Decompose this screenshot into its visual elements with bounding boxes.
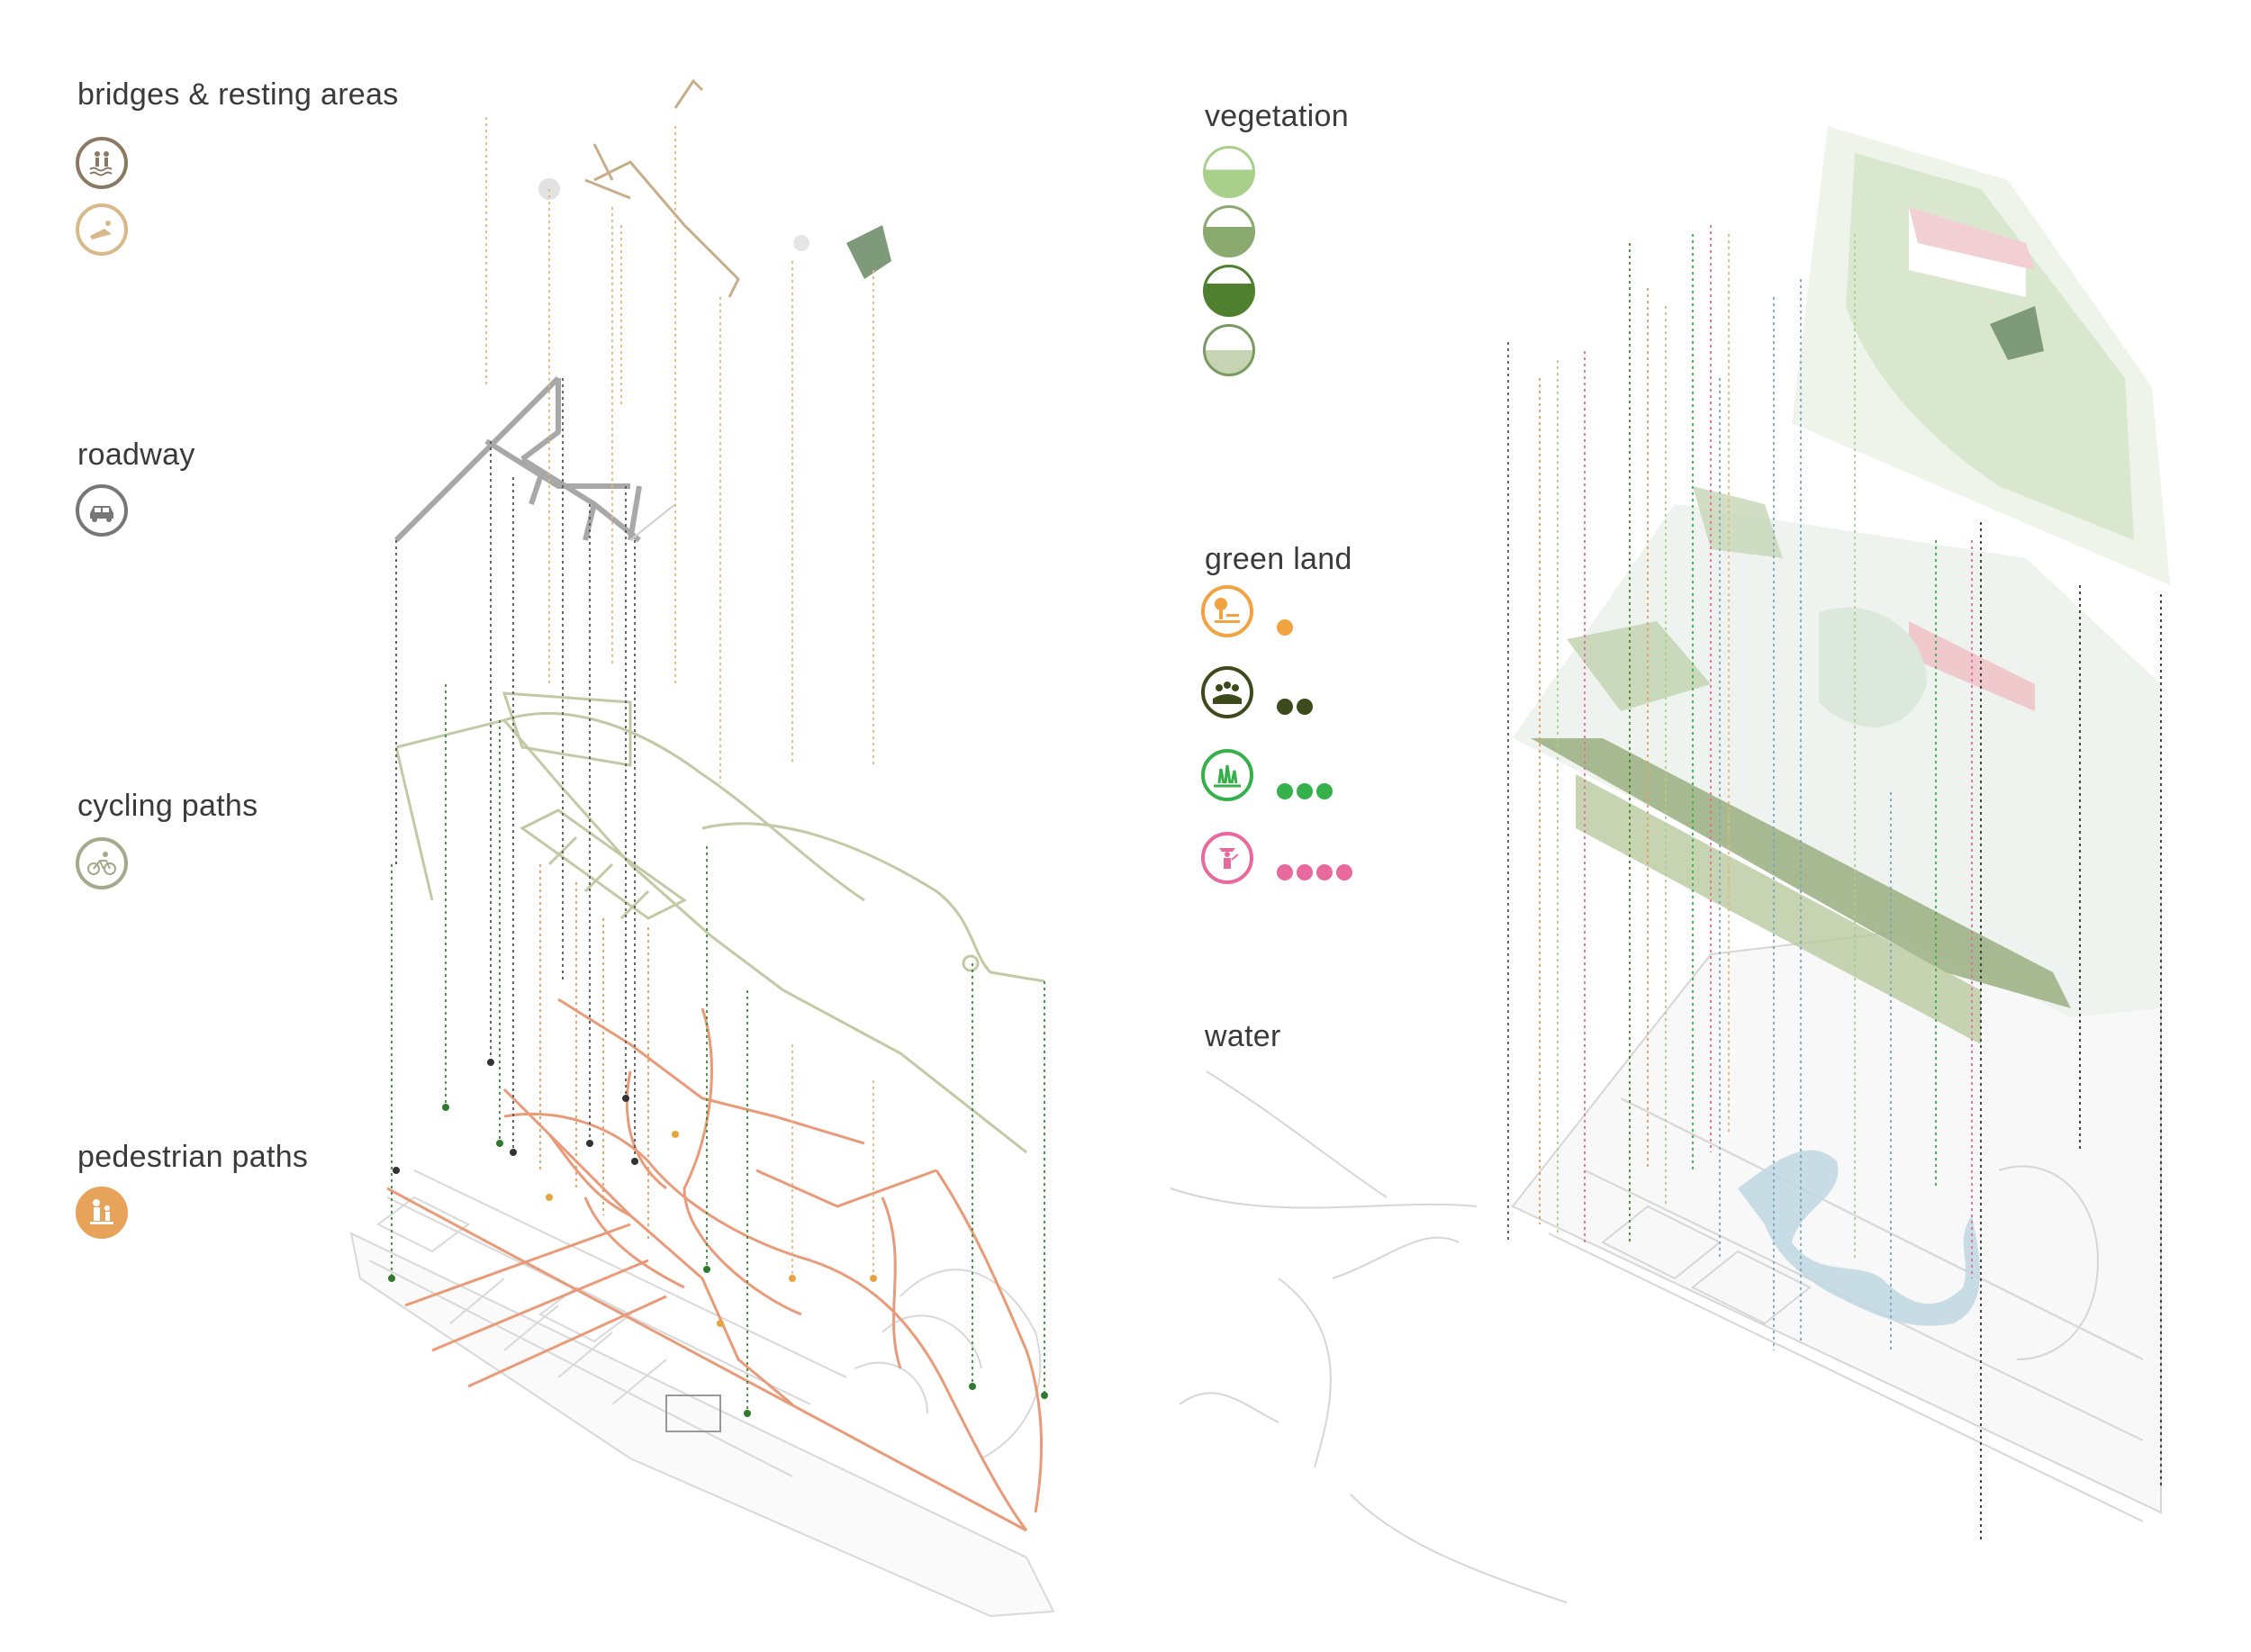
gardener-icon [1201, 832, 1253, 884]
dense-tree-icon [1203, 265, 1255, 317]
water-layer-label: water [1205, 1019, 1281, 1053]
resting-lounger-icon [76, 203, 128, 256]
light-shrub-icon [1203, 146, 1255, 198]
right-base-site-plan [1170, 898, 2162, 1603]
wetland-grass-icon [1201, 749, 1253, 801]
cycling-path-network [394, 691, 1045, 1154]
meadow-grass-icon [1203, 324, 1255, 376]
car-icon [76, 484, 128, 537]
bridges-layer [584, 78, 740, 298]
roadway-network [393, 375, 642, 543]
pedestrian-family-icon [76, 1187, 128, 1239]
green-land-dots-2 [1277, 699, 1313, 715]
water-bodies [1738, 1150, 1980, 1326]
bicycle-icon [76, 837, 128, 889]
roadway-layer-label: roadway [77, 438, 195, 472]
bridges-layer-label: bridges & resting areas [77, 77, 399, 112]
farmland-icon [1201, 666, 1253, 718]
grass-hill-icon [1203, 205, 1255, 257]
left-projection-dots [388, 1059, 1048, 1417]
green-land-dots-4 [1277, 864, 1352, 880]
green-land-layer-label: green land [1205, 542, 1352, 576]
vegetation-layer-label: vegetation [1205, 99, 1349, 133]
park-bench-tree-icon [1201, 585, 1253, 637]
pedestrian-layer-label: pedestrian paths [77, 1140, 309, 1174]
bridge-resting-patches [538, 178, 891, 279]
cycling-layer-label: cycling paths [77, 789, 258, 823]
green-land-layer [1513, 486, 2161, 1044]
left-projection-lines [391, 117, 1045, 1413]
roadway-secondary [629, 503, 676, 541]
vegetation-layer [1792, 126, 2170, 585]
bridge-people-icon [76, 137, 128, 189]
right-projection-lines [1507, 225, 2162, 1539]
green-land-dots-1 [1277, 619, 1293, 636]
green-land-dots-3 [1277, 783, 1333, 799]
